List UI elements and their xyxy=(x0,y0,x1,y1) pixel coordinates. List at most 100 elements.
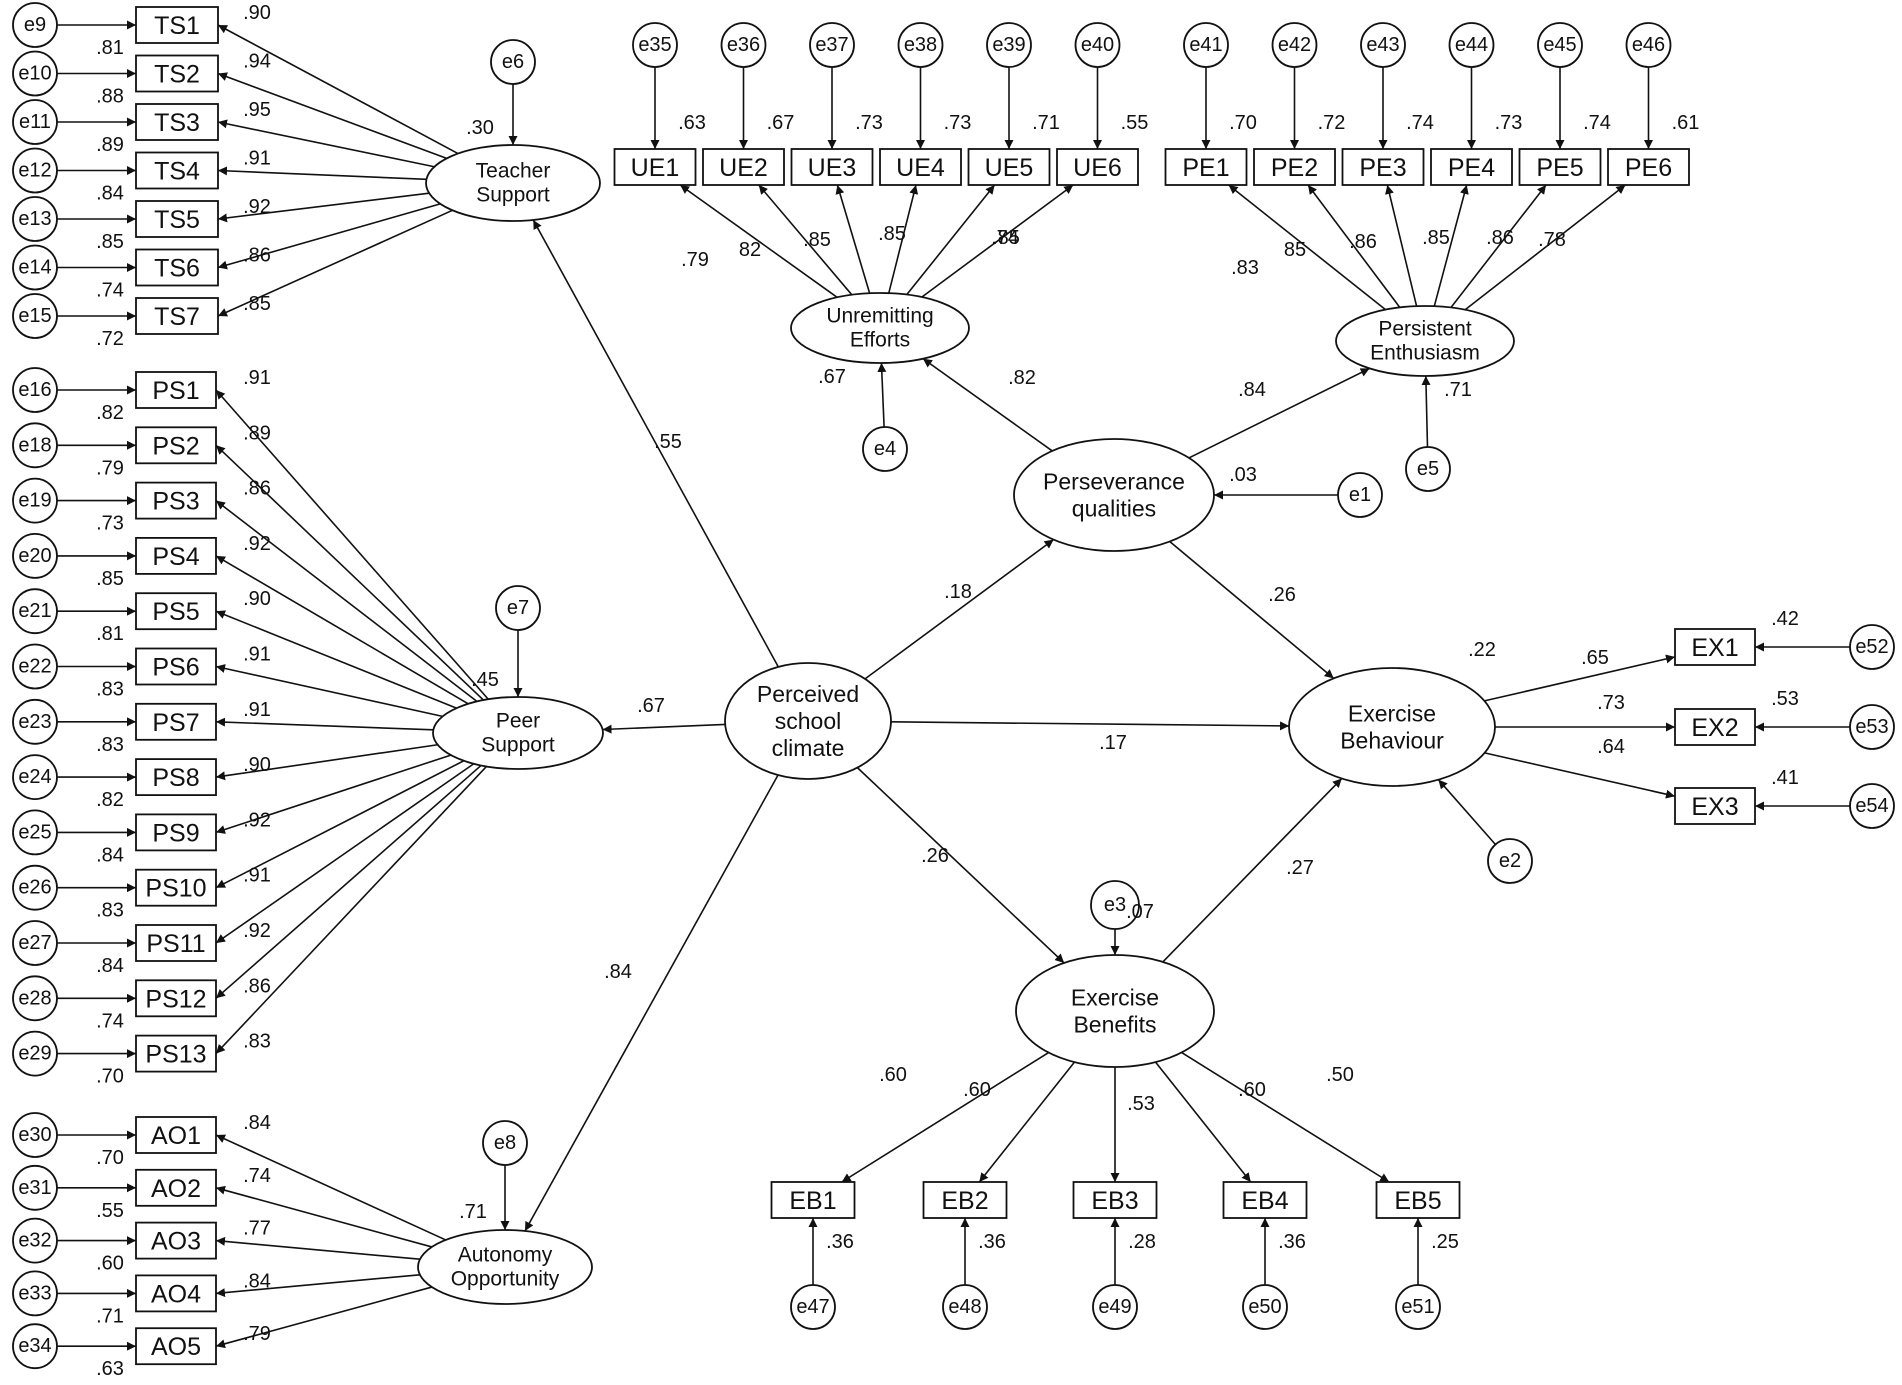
error-label-e19: e19 xyxy=(18,490,51,512)
path-coef-EBEN-EXB: .27 xyxy=(1286,857,1314,879)
path-PQ-PEN xyxy=(1188,367,1371,459)
error-label-e48: e48 xyxy=(948,1296,981,1318)
r2-AO2: .55 xyxy=(96,1200,124,1222)
r2-PE4: .73 xyxy=(1495,112,1523,134)
latent-PEN xyxy=(1335,305,1515,377)
indicator-label-AO2: AO2 xyxy=(151,1175,201,1203)
loading-PS3 xyxy=(215,499,478,703)
path-PSC-EBEN xyxy=(856,767,1065,964)
path-coef-PQ-EXB: .26 xyxy=(1268,584,1296,606)
indicator-label-PS4: PS4 xyxy=(152,543,199,571)
error-term-e31 xyxy=(12,1164,58,1211)
loading-label-AO2: .74 xyxy=(243,1165,271,1187)
loading-UE6 xyxy=(921,184,1074,298)
indicator-label-UE1: UE1 xyxy=(631,154,680,182)
error-term-e36 xyxy=(720,22,767,68)
loading-label-PS6: .91 xyxy=(243,644,271,666)
error-label-e18: e18 xyxy=(18,434,51,456)
loading-PS7 xyxy=(215,717,434,731)
loading-label-PS5: .90 xyxy=(243,588,271,610)
loading-label-EB5: .50 xyxy=(1326,1064,1354,1086)
loading-label-PS1: .91 xyxy=(243,367,271,389)
indicator-label-PS7: PS7 xyxy=(152,709,199,737)
path-coef-PQ-PEN: .84 xyxy=(1238,379,1266,401)
indicator-PE2 xyxy=(1253,148,1336,186)
indicator-label-TS7: TS7 xyxy=(154,303,200,331)
indicator-TS3 xyxy=(135,103,219,141)
loading-label-AO1: .84 xyxy=(243,1112,271,1134)
r2-PS5: .81 xyxy=(96,623,124,645)
loading-label-PE5: .86 xyxy=(1486,227,1514,249)
loading-TS2 xyxy=(217,72,447,160)
path-coef-PSC-PQ: .18 xyxy=(944,581,972,603)
r2-PE6: .61 xyxy=(1672,112,1700,134)
indicator-label-PS9: PS9 xyxy=(152,819,199,847)
indicator-label-PS11: PS11 xyxy=(146,930,205,958)
r2-AO5: .63 xyxy=(96,1358,124,1380)
indicator-PS6 xyxy=(135,647,217,686)
r2-PE1: .70 xyxy=(1229,112,1257,134)
indicator-AO2 xyxy=(135,1168,217,1207)
indicator-label-PS3: PS3 xyxy=(152,488,199,516)
path-coef-PSC-AO: .84 xyxy=(604,961,632,983)
r2-PE3: .74 xyxy=(1406,112,1434,134)
indicator-label-PS13: PS13 xyxy=(145,1041,206,1069)
latent-TS xyxy=(425,144,601,222)
indicator-label-EB3: EB3 xyxy=(1091,1187,1138,1215)
r2-PE5: .74 xyxy=(1583,112,1611,134)
indicator-TS4 xyxy=(135,151,219,190)
loading-label-PS10: .91 xyxy=(243,865,271,887)
error-term-e49 xyxy=(1092,1284,1138,1330)
error-label-e36: e36 xyxy=(727,34,760,56)
error-term-e9 xyxy=(12,2,58,48)
error-term-e19 xyxy=(12,477,58,524)
r2-label-PQ: .03 xyxy=(1229,464,1257,486)
loading-label-TS5: .92 xyxy=(243,196,271,218)
loading-PE1 xyxy=(1228,184,1387,311)
latent-PQ xyxy=(1013,438,1215,552)
r2-PS10: .83 xyxy=(96,900,124,922)
loading-label-EB4: .60 xyxy=(1238,1079,1266,1101)
loading-PE4 xyxy=(1433,184,1469,307)
r2-TS7: .72 xyxy=(96,328,124,350)
r2-TS2: .88 xyxy=(96,86,124,108)
r2-PS4: .85 xyxy=(96,568,124,590)
path-PSC-PSUP xyxy=(602,723,726,734)
loading-label-PE3: .86 xyxy=(1349,231,1377,253)
path-coef-PQ-UE: .82 xyxy=(1008,367,1036,389)
error-label-e35: e35 xyxy=(638,34,671,56)
error-term-e44 xyxy=(1448,22,1495,68)
path-arrows xyxy=(57,20,1850,1351)
loading-AO2 xyxy=(215,1185,433,1248)
r2-UE3: .73 xyxy=(855,112,883,134)
loading-PE6 xyxy=(1464,184,1626,311)
path-PQ-UE xyxy=(922,358,1053,452)
indicator-PE3 xyxy=(1341,148,1425,186)
loading-EX1 xyxy=(1484,654,1676,702)
error-label-e30: e30 xyxy=(18,1124,51,1146)
path-PQ-EXB xyxy=(1169,540,1335,679)
error-term-e22 xyxy=(12,643,58,690)
error-label-e31: e31 xyxy=(18,1177,51,1199)
indicator-PS5 xyxy=(135,592,217,631)
r2-EB2: .36 xyxy=(978,1231,1006,1253)
error-label-e47: e47 xyxy=(796,1296,829,1318)
r2-EX2: .53 xyxy=(1771,688,1799,710)
loading-PE5 xyxy=(1450,184,1547,309)
path-coef-PSC-PSUP: .67 xyxy=(637,695,665,717)
latent-label-PSUP: Peer xyxy=(496,710,540,733)
indicator-PE5 xyxy=(1518,148,1602,186)
error-arrow-e2 xyxy=(1437,779,1497,846)
error-term-e52 xyxy=(1849,624,1895,670)
error-label-e53: e53 xyxy=(1855,716,1888,738)
error-label-e14: e14 xyxy=(18,257,51,279)
loading-label-PS9: .92 xyxy=(243,809,271,831)
loading-label-PE2: 85 xyxy=(1284,239,1306,261)
error-term-e10 xyxy=(12,50,58,97)
loading-TS7 xyxy=(217,209,453,317)
indicator-EB2 xyxy=(922,1181,1008,1219)
loading-UE3 xyxy=(835,184,871,294)
r2-AO3: .60 xyxy=(96,1253,124,1275)
error-arrow-e4 xyxy=(877,362,887,428)
error-label-e28: e28 xyxy=(18,987,51,1009)
